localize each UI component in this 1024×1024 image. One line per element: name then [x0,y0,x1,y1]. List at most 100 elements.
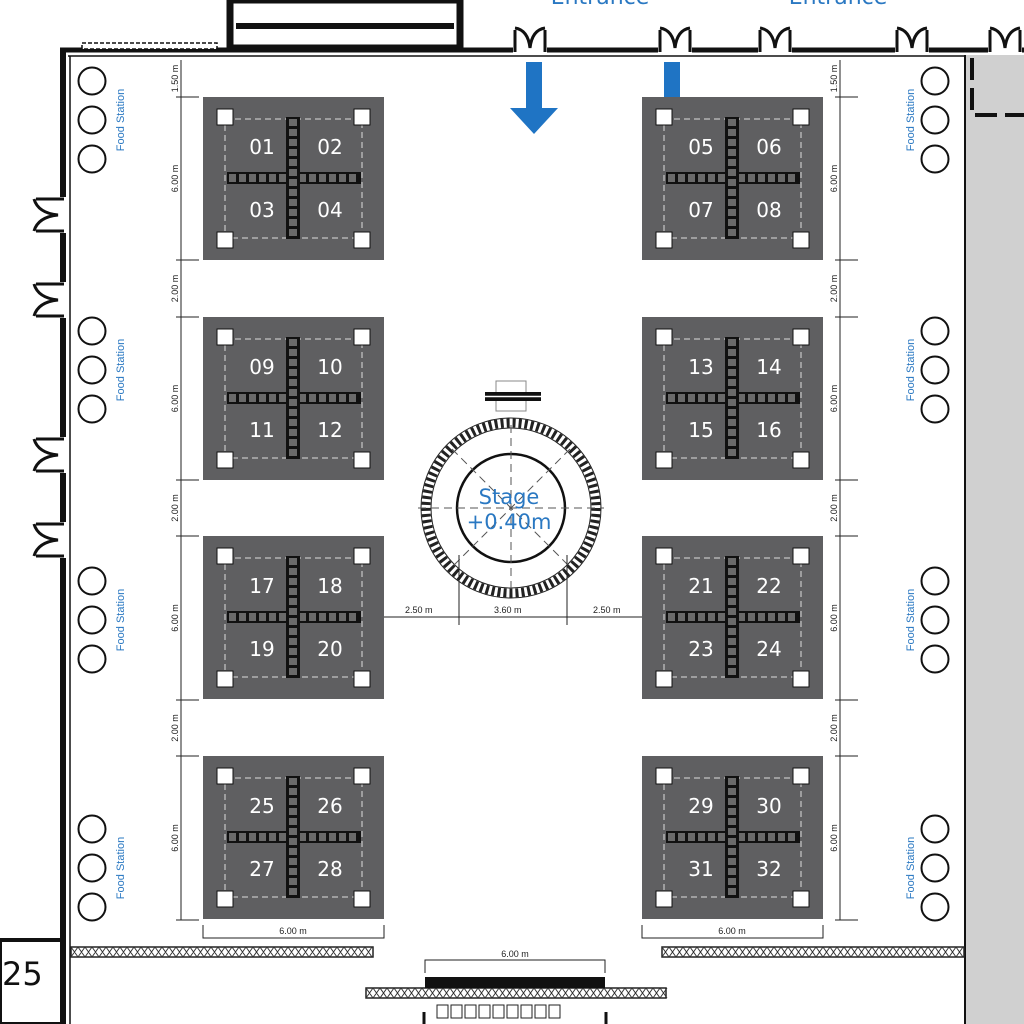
cocktail-table [792,328,810,346]
long-table-vertical [725,776,739,898]
table-number: 12 [317,418,342,442]
door-icon [988,24,1022,54]
entrance-label-2: Entrance [789,0,888,10]
cocktail-table [216,231,234,249]
table-number: 09 [249,355,274,379]
table-number: 15 [688,418,713,442]
table-number: 31 [688,857,713,881]
dim-stage-left: 2.50 m [405,605,433,615]
long-table-vertical [725,556,739,678]
entrance-label-1: Entrance [551,0,650,10]
dimension-label: 6.00 m [170,604,180,632]
dimension-label: 6.00 m [718,926,746,936]
food-station-label: Food Station [905,339,917,401]
cocktail-table [216,451,234,469]
cocktail-table [792,231,810,249]
dim-stage-diameter: 3.60 m [494,605,522,615]
table-number: 20 [317,637,342,661]
food-station-circle [920,394,950,424]
door-icon [32,522,66,558]
door-icon [895,24,929,54]
food-station-circle [920,853,950,883]
table-number: 01 [249,135,274,159]
long-table-vertical [286,337,300,459]
bottom-stage: 6.00 m [422,949,608,1024]
adjacent-area [966,55,1024,1024]
table-number: 24 [756,637,781,661]
truss [365,987,668,999]
dimension-label: 6.00 m [829,604,839,632]
food-station-circle [77,644,107,674]
food-station-label: Food Station [115,837,127,899]
food-station-circle [77,105,107,135]
stage-dimension-line [384,555,642,625]
food-station-circle [920,566,950,596]
door-icon [513,24,547,54]
cocktail-table [353,890,371,908]
food-station-circle [77,355,107,385]
seat [506,1004,519,1019]
stage-height: +0.40m [467,510,552,534]
food-station-label: Food Station [115,589,127,651]
table-number: 08 [756,198,781,222]
food-station-circle [77,394,107,424]
truss [70,946,374,958]
cocktail-table [655,108,673,126]
dimension-label: 6.00 m [829,824,839,852]
seat [436,1004,449,1019]
dimension-label: 2.00 m [829,275,839,303]
food-station-circle [920,605,950,635]
food-station-circle [920,144,950,174]
room-number: 25 [2,955,43,993]
table-number: 17 [249,574,274,598]
table-number: 30 [756,794,781,818]
cocktail-table [216,670,234,688]
dimension-label: 2.00 m [170,494,180,522]
food-station: Food Station [905,814,950,922]
vertical-dimension: 1.50 m6.00 m2.00 m6.00 m2.00 m6.00 m2.00… [829,60,858,921]
cocktail-table [655,328,673,346]
cocktail-table [792,547,810,565]
dim-stage-right: 2.50 m [593,605,621,615]
food-station-circle [920,66,950,96]
table-number: 14 [756,355,781,379]
seat [548,1004,561,1019]
dimension-label: 1.50 m [829,65,839,93]
seat [492,1004,505,1019]
dimension-label: 2.00 m [829,494,839,522]
food-station-label: Food Station [905,589,917,651]
food-station-circle [77,853,107,883]
cocktail-table [216,547,234,565]
food-station-label: Food Station [115,339,127,401]
cocktail-table [792,890,810,908]
food-station-circle [77,66,107,96]
table-number: 02 [317,135,342,159]
horizontal-dimension: 6.00 m [202,925,385,939]
long-table-vertical [725,337,739,459]
food-station-circle [77,814,107,844]
food-station-label: Food Station [905,89,917,151]
food-station-circle [77,566,107,596]
seat [450,1004,463,1019]
dimension-label: 2.00 m [170,714,180,742]
table-number: 07 [688,198,713,222]
cocktail-table [353,108,371,126]
table-number: 23 [688,637,713,661]
adjacent-area-dashed-border [970,58,1024,117]
table-number: 04 [317,198,342,222]
dimension-label: 2.00 m [170,275,180,303]
food-station: Food Station [77,316,127,424]
food-station-label: Food Station [905,837,917,899]
food-station-circle [77,605,107,635]
seat [520,1004,533,1019]
table-number: 11 [249,418,274,442]
food-station: Food Station [77,814,127,922]
